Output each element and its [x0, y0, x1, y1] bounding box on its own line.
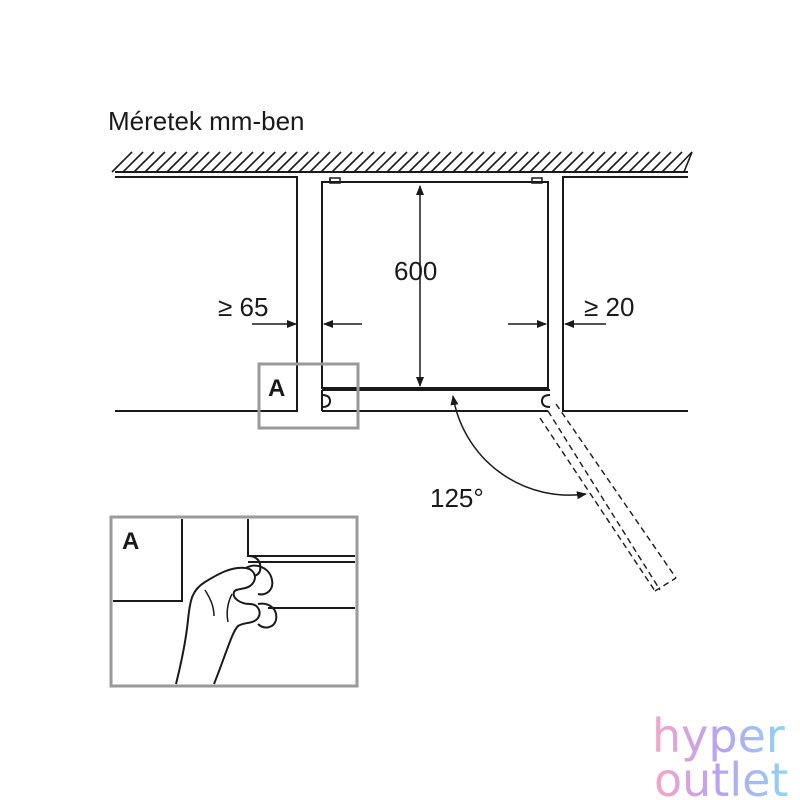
detail-callout-box: A — [257, 362, 360, 430]
door-angle-value: 125° — [430, 483, 484, 513]
hatch-line — [111, 151, 133, 173]
hatch-line — [650, 151, 672, 173]
hatch-line — [617, 151, 639, 173]
hatch-line — [485, 151, 507, 173]
hatch-line — [254, 151, 276, 173]
logo-line1: hyper — [652, 709, 785, 763]
hyper-outlet-logo: hyper outlet — [652, 709, 788, 800]
hatch-line — [144, 151, 166, 173]
hatch-line — [353, 151, 375, 173]
hatch-line — [661, 151, 683, 173]
hatch-line — [496, 151, 518, 173]
hand-illustration — [175, 564, 278, 685]
hatch-line — [551, 151, 573, 173]
hatch-line — [529, 151, 551, 173]
hatch-line — [606, 151, 628, 173]
detail-inset: A — [109, 515, 359, 688]
right-clearance-value: ≥ 20 — [584, 292, 634, 322]
hatch-line — [221, 151, 243, 173]
hatch-line — [188, 151, 210, 173]
hatch-line — [298, 151, 320, 173]
depth-value: 600 — [394, 256, 437, 286]
right-cabinet — [562, 176, 688, 412]
hatch-line — [375, 151, 397, 173]
hatch-line — [540, 151, 562, 173]
hatch-line — [584, 151, 606, 173]
hatch-line — [430, 151, 452, 173]
left-cabinet — [115, 176, 298, 412]
hatch-line — [122, 151, 144, 173]
hatch-line — [452, 151, 474, 173]
hatch-line — [331, 151, 353, 173]
hatch-line — [309, 151, 331, 173]
depth-dimension: 600 — [394, 185, 437, 387]
hatch-line — [628, 151, 650, 173]
hatch-line — [276, 151, 298, 173]
hatch-line — [562, 151, 584, 173]
ceiling-hatch — [111, 151, 693, 173]
hatch-line — [397, 151, 419, 173]
door-angle-dimension: 125° — [430, 395, 587, 513]
open-door-outline — [539, 403, 677, 592]
hatch-line — [210, 151, 232, 173]
hatch-line — [342, 151, 364, 173]
hatch-line — [573, 151, 595, 173]
hatch-line — [463, 151, 485, 173]
appliance-body — [321, 177, 549, 389]
hatch-line — [243, 151, 265, 173]
hatch-line — [683, 151, 693, 173]
appliance-door — [321, 389, 551, 412]
hatch-line — [265, 151, 287, 173]
hatch-line — [441, 151, 463, 173]
hatch-line — [419, 151, 441, 173]
hatch-line — [166, 151, 188, 173]
hatch-line — [639, 151, 661, 173]
hatch-line — [386, 151, 408, 173]
hatch-line — [474, 151, 496, 173]
hatch-line — [507, 151, 529, 173]
hatch-line — [364, 151, 386, 173]
logo-line2: outlet — [654, 753, 788, 800]
left-clearance-dimension: ≥ 65 — [218, 292, 362, 328]
hatch-line — [408, 151, 430, 173]
hatch-line — [177, 151, 199, 173]
hatch-line — [133, 151, 155, 173]
hatch-line — [287, 151, 309, 173]
detail-inset-label: A — [122, 528, 139, 555]
detail-callout-label: A — [268, 375, 285, 402]
left-clearance-value: ≥ 65 — [218, 292, 268, 322]
right-clearance-dimension: ≥ 20 — [508, 292, 634, 328]
hatch-line — [595, 151, 617, 173]
diagram-title: Méretek mm-ben — [108, 106, 305, 136]
hatch-line — [518, 151, 540, 173]
hatch-line — [672, 151, 693, 173]
hatch-line — [199, 151, 221, 173]
hatch-line — [232, 151, 254, 173]
hatch-line — [155, 151, 177, 173]
hatch-line — [320, 151, 342, 173]
